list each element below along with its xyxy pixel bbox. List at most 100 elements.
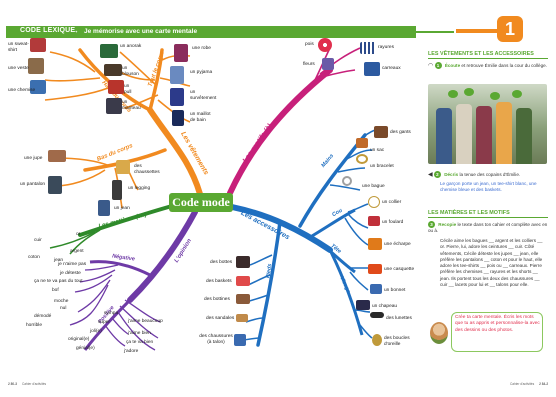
- label-chapeau: un chapeau: [372, 304, 398, 309]
- badge-bar: [456, 29, 500, 33]
- label-pyjama: un pyjama: [190, 70, 213, 75]
- label-pois: pois: [305, 42, 314, 47]
- label-collier: un collier: [382, 200, 402, 205]
- label-lunettes: des lunettes: [386, 316, 412, 321]
- manteau-image: [106, 98, 122, 114]
- section-header: CODE LEXIQUE → Je mémorise avec une cart…: [6, 26, 416, 38]
- label-genial: génial(e): [76, 346, 95, 351]
- label-bonnet: un bonnet: [384, 288, 406, 293]
- label-naime: je n'aime pas: [58, 262, 87, 267]
- boucles-image: [372, 334, 382, 346]
- chaussettes-image: [116, 160, 130, 174]
- label-adore: j'adore: [124, 349, 139, 354]
- label-bottines: des bottines: [204, 297, 230, 302]
- label-sympa: sympa: [104, 311, 119, 316]
- label-sandales: des sandales: [206, 316, 235, 321]
- pois-image: [318, 38, 332, 52]
- label-plaitpas: ça ne te va pas du tout: [34, 279, 83, 284]
- unit-number-badge: 1: [497, 16, 523, 42]
- jean-image: [98, 200, 110, 216]
- label-blouson: un blouson: [122, 66, 139, 77]
- label-jean: un jean: [114, 206, 130, 211]
- step-number: 3: [428, 221, 435, 228]
- bottes-image: [236, 256, 250, 268]
- tip-bubble: [451, 312, 543, 352]
- gants-image: [374, 126, 388, 138]
- robe-image: [174, 44, 188, 62]
- exercise-1: ◠ 1 Écoute et retrouve Émilie dans la co…: [428, 62, 548, 69]
- chaussures-image: [234, 334, 246, 346]
- carreaux-image: [364, 62, 380, 76]
- header-divider: [416, 31, 454, 33]
- label-joli: joli(e): [90, 329, 102, 334]
- collier-image: [368, 196, 380, 208]
- branch-line-pieds: [256, 220, 282, 347]
- casquette-image: [368, 264, 382, 274]
- students-photo: [428, 84, 547, 164]
- label-sac: un sac: [370, 148, 385, 153]
- speaker-icon: ◀: [428, 172, 433, 178]
- branch-line-accessoires: [229, 204, 333, 253]
- bottines-image: [236, 294, 250, 304]
- label-coton: coton: [28, 255, 40, 260]
- section-title-vetements: LES VÊTEMENTS ET LES ACCESSOIRES: [428, 51, 534, 57]
- foulard-image: [368, 216, 380, 226]
- anorak-image: [100, 44, 118, 58]
- label-anorak: un anorak: [120, 44, 142, 49]
- label-moche: moche: [54, 299, 69, 304]
- label-manteau: un manteau: [122, 100, 141, 111]
- label-nul: nul: [60, 306, 67, 311]
- veste-image: [28, 58, 44, 74]
- exercise-2: ◀ 2 Décris la tenue des copains d'Émilie…: [428, 171, 548, 178]
- label-aimebien: j'aime bien: [128, 331, 151, 336]
- echarpe-image: [368, 238, 382, 250]
- label-echarpe: une écharpe: [384, 242, 411, 247]
- step-number: 2: [433, 171, 441, 178]
- exercise-3: 3 Recopie le texte dans ton cahier et co…: [428, 221, 548, 235]
- bracelet-image: [356, 154, 368, 164]
- label-baskets: des baskets: [206, 279, 232, 284]
- label-original: original(e): [68, 337, 90, 342]
- branch-line-vetements: [147, 107, 203, 197]
- label-jean-matiere: jean: [54, 258, 64, 263]
- sac-image: [356, 138, 368, 148]
- instruction-text: et retrouve Émilie dans la cour du collè…: [461, 63, 547, 68]
- baskets-image: [236, 276, 250, 286]
- branch-line-tout-corps: [148, 48, 164, 112]
- arrow-right-icon: →: [71, 26, 79, 35]
- example-sentence: Le garçon porte un jean, un tee-shirt bl…: [440, 181, 537, 193]
- label-chaussures: des chaussures (à talon): [199, 334, 233, 345]
- label-deteste: je déteste: [60, 271, 81, 276]
- header-subtitle: Je mémorise avec une carte mentale: [84, 27, 198, 35]
- label-cuir: cuir: [34, 238, 42, 243]
- label-veste: une veste: [8, 66, 29, 71]
- branch-line-negative: [89, 260, 151, 277]
- rayures-image: [360, 42, 376, 54]
- footer-right: Cahier d'activités 2 84-2: [510, 382, 549, 386]
- instruction-verb: Écoute: [444, 63, 461, 68]
- label-pantalon: un pantalon: [20, 182, 46, 187]
- sweat-image: [30, 38, 46, 52]
- branch-line-visage: [328, 249, 364, 336]
- label-argent: argent: [70, 249, 84, 254]
- pantalon-image: [48, 176, 62, 194]
- center-node: Code mode: [169, 193, 233, 212]
- sandales-image: [236, 314, 248, 322]
- branch-line-cou: [311, 208, 356, 238]
- label-bracelet: un bracelet: [370, 164, 394, 169]
- legging-image: [112, 180, 122, 200]
- pull-image: [108, 80, 124, 94]
- instruction-verb: Recopie: [438, 222, 457, 227]
- instruction-text: le texte dans ton cahier et complète ave…: [428, 222, 548, 234]
- pyjama-image: [170, 66, 184, 84]
- label-vabien: ça te va bien: [126, 340, 154, 345]
- label-chemise: une chemise: [8, 88, 36, 93]
- section-divider: [428, 58, 548, 59]
- label-pull: un pull: [124, 84, 132, 95]
- step-number: 1: [434, 62, 442, 69]
- section-divider: [428, 217, 548, 218]
- branch-line-tete: [321, 242, 356, 274]
- label-horrible: horrible: [26, 323, 42, 328]
- label-survetement: un survêtement: [190, 90, 217, 101]
- chapeau-image: [356, 300, 370, 310]
